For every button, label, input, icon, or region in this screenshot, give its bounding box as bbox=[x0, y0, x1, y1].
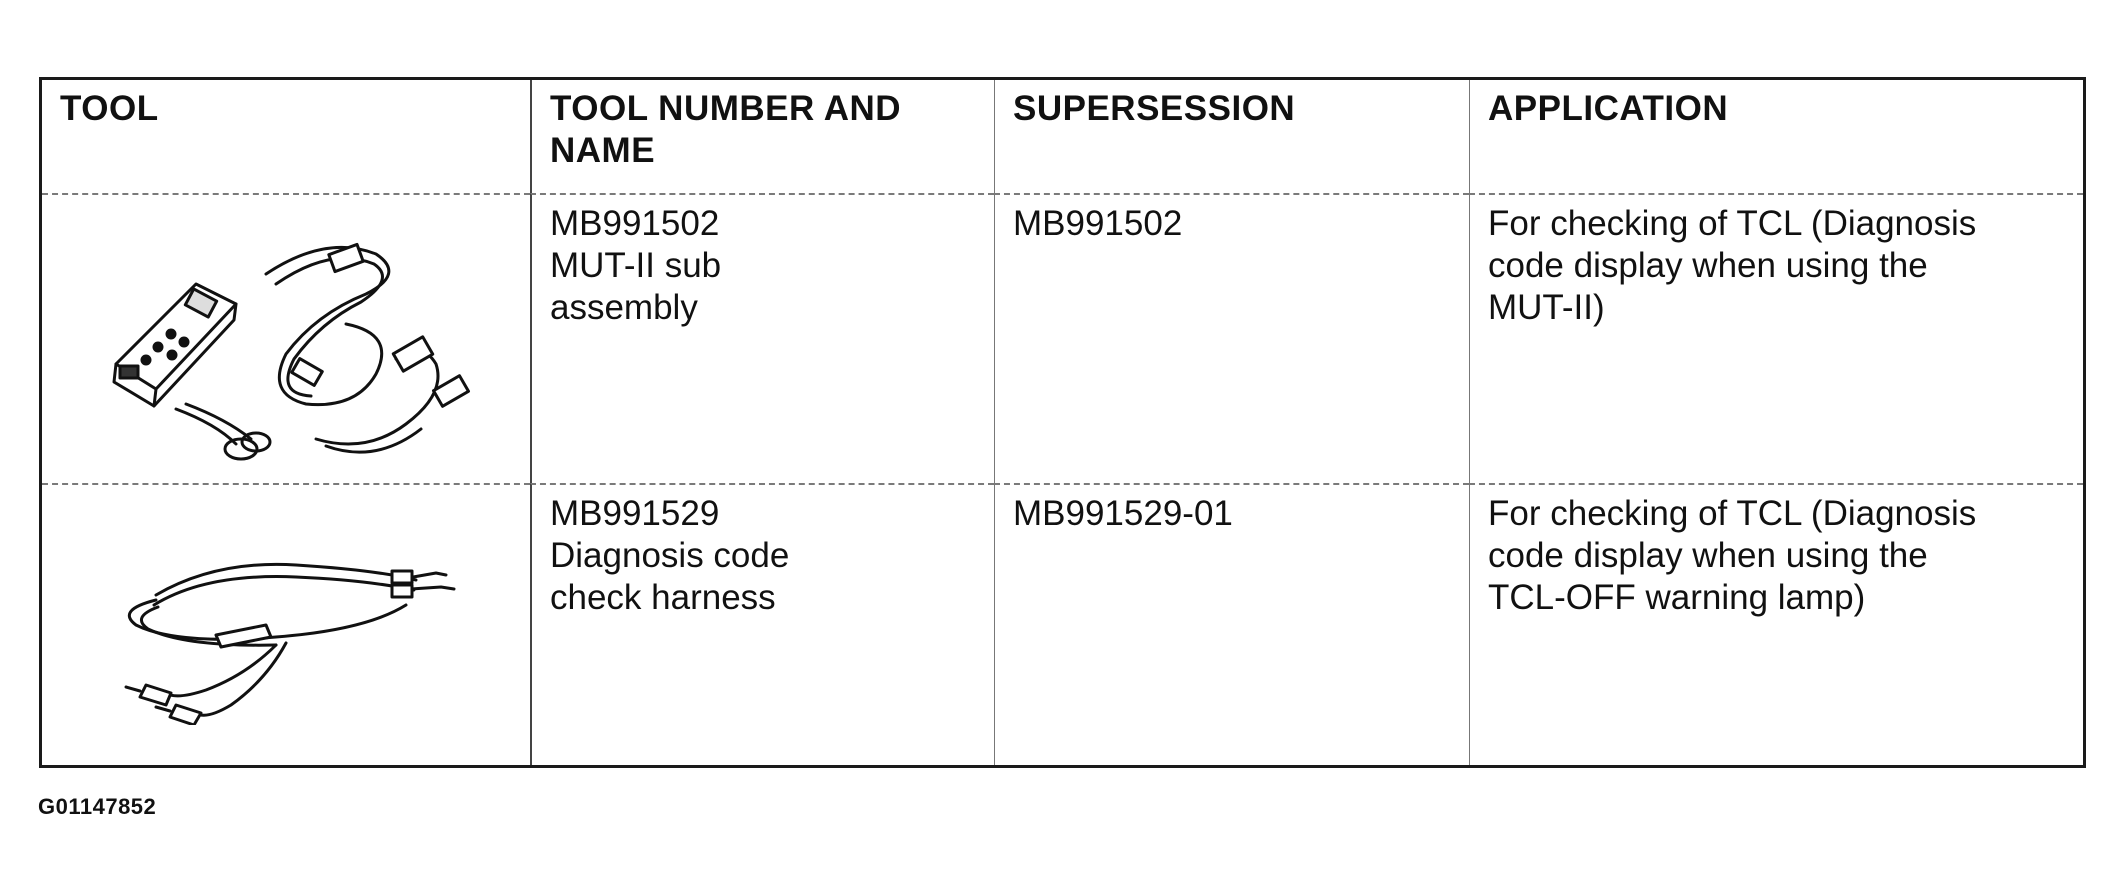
check-harness-cable-icon bbox=[124, 562, 456, 725]
header-supersession: SUPERSESSION bbox=[994, 80, 1469, 193]
special-tools-table: TOOL TOOL NUMBER AND NAME SUPERSESSION A… bbox=[39, 77, 2086, 768]
mut-ii-scan-tool-icon bbox=[112, 242, 470, 461]
header-application: APPLICATION bbox=[1469, 80, 2083, 193]
table-row-1-supersession: MB991502 bbox=[994, 193, 1469, 483]
table-row-2-number-name: MB991529 Diagnosis code check harness bbox=[530, 483, 994, 765]
table-row-1-application: For checking of TCL (Diagnosis code disp… bbox=[1469, 193, 2083, 483]
table-row-1-number-name: MB991502 MUT-II sub assembly bbox=[530, 193, 994, 483]
header-tool-number-name: TOOL NUMBER AND NAME bbox=[530, 80, 994, 193]
figure-code: G01147852 bbox=[38, 794, 157, 819]
table-row-2-application: For checking of TCL (Diagnosis code disp… bbox=[1469, 483, 2083, 765]
header-tool: TOOL bbox=[60, 89, 159, 128]
table-row-2-tool bbox=[42, 483, 530, 765]
table-row-2-supersession: MB991529-01 bbox=[994, 483, 1469, 765]
table-row-1-tool bbox=[42, 193, 530, 483]
